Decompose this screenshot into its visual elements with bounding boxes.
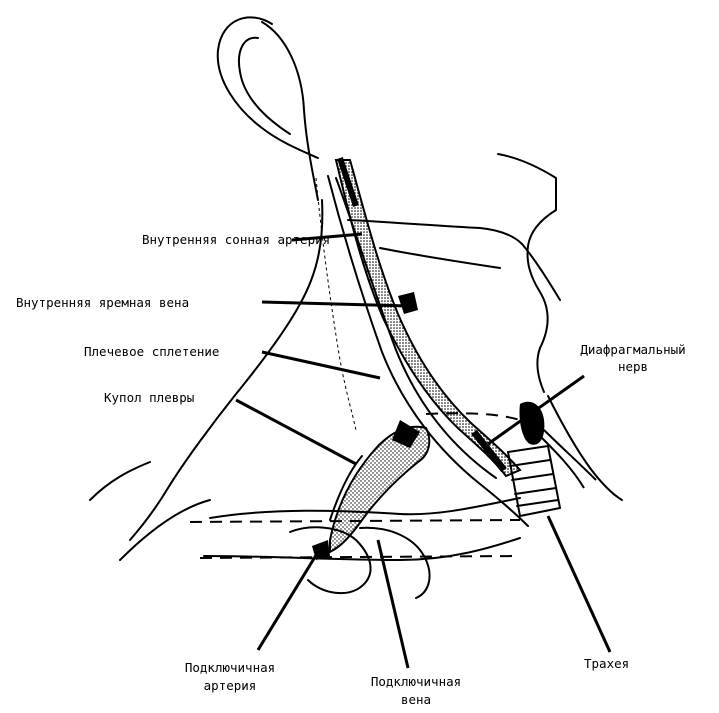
label-subclavian-artery-line1: Подключичная (150, 660, 310, 675)
trachea-ring-2 (512, 474, 553, 480)
label-internal-jugular-vein: Внутренняя яремная вена (16, 295, 189, 310)
dashed-rib-line (426, 413, 520, 420)
chest-outline (120, 500, 210, 560)
leader-brachial-plexus (262, 352, 380, 378)
subclavian-artery-region (330, 427, 429, 552)
leader-subclavian-artery (258, 552, 318, 650)
trachea-ring-3 (515, 488, 556, 494)
label-internal-carotid-artery: Внутренняя сонная артерия (142, 232, 330, 247)
label-subclavian-artery-line2: артерия (150, 678, 310, 693)
ear-inner (239, 38, 290, 134)
label-phrenic-nerve-line2: нерв (546, 359, 719, 374)
label-brachial-plexus: Плечевое сплетение (84, 344, 219, 359)
label-subclavian-vein-line2: вена (336, 692, 496, 707)
label-trachea: Трахея (584, 656, 629, 671)
trachea-ring-4 (517, 500, 558, 506)
head-back-outline (262, 22, 318, 200)
leader-trachea (548, 516, 610, 652)
vessel-band (336, 158, 520, 476)
ear-outline (218, 17, 318, 158)
neck-front-outline (548, 396, 622, 500)
label-pleura-dome: Купол плевры (104, 390, 194, 405)
label-phrenic-nerve-line1: Диафрагмальный (546, 342, 719, 357)
chin-under-line (380, 248, 500, 268)
neck-back-outline (130, 200, 322, 540)
label-subclavian-vein-line1: Подключичная (336, 674, 496, 689)
shoulder-line (90, 462, 150, 500)
trachea-outline (508, 446, 560, 516)
leader-pleura-dome (236, 400, 356, 464)
